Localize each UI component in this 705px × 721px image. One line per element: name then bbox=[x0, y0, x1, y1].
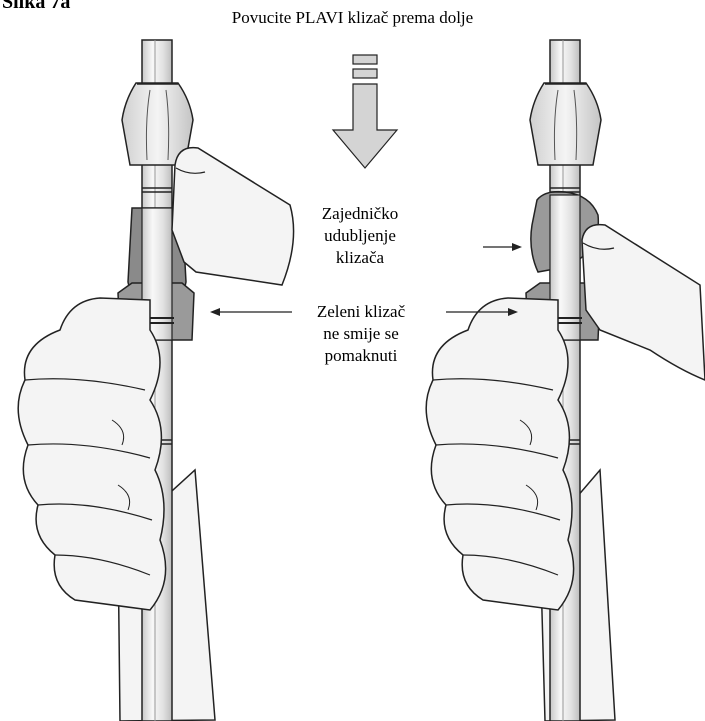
right-device bbox=[426, 40, 705, 721]
callout-recess-line-1: Zajedničko bbox=[295, 203, 425, 225]
callout-green-slider: Zeleni klizač ne smije se pomaknuti bbox=[286, 301, 436, 367]
callout-recess-line-3: klizača bbox=[295, 247, 425, 269]
callout-recess-line-2: udubljenje bbox=[295, 225, 425, 247]
left-device bbox=[18, 40, 293, 721]
left-thumb bbox=[172, 148, 294, 285]
right-thumb bbox=[582, 225, 705, 380]
right-top-cap bbox=[530, 83, 601, 165]
right-fingers bbox=[426, 298, 573, 610]
down-arrow-icon bbox=[333, 55, 397, 168]
callout-green-line-1: Zeleni klizač bbox=[286, 301, 436, 323]
callout-common-recess: Zajedničko udubljenje klizača bbox=[295, 203, 425, 269]
callout-green-line-2: ne smije se bbox=[286, 323, 436, 345]
callout-green-line-3: pomaknuti bbox=[286, 345, 436, 367]
left-fingers bbox=[18, 298, 165, 610]
